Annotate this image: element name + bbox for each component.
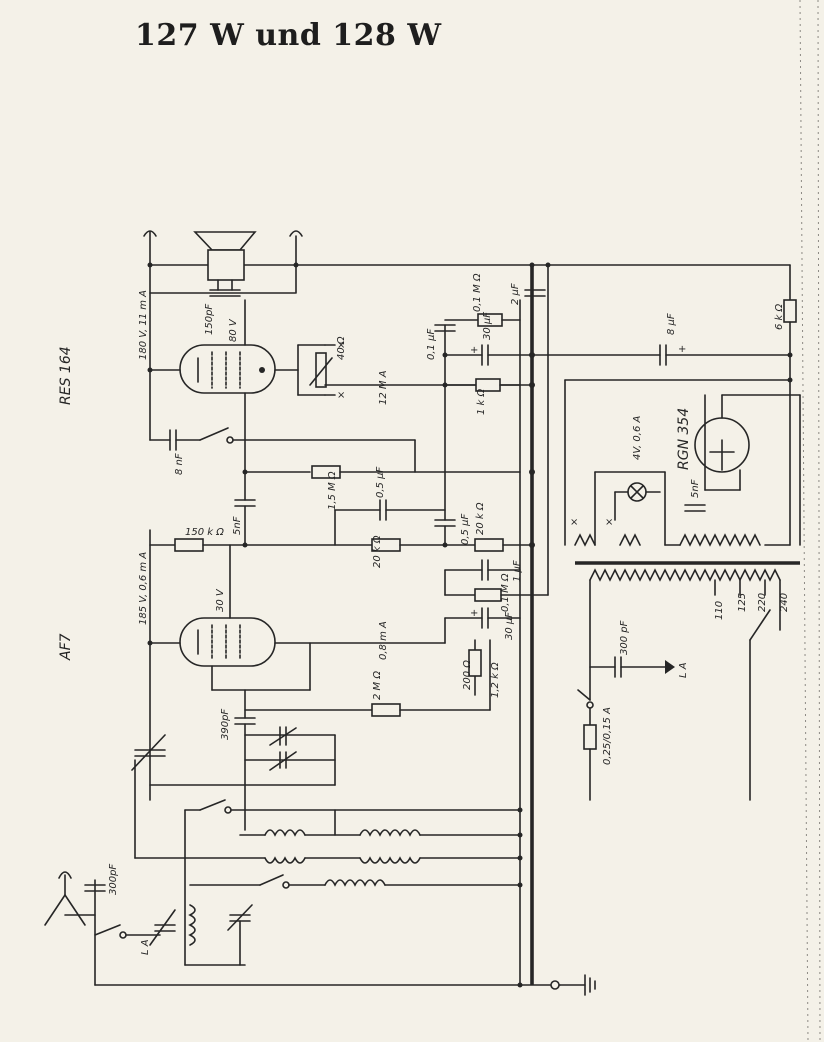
c-390-label: 390pF — [220, 709, 231, 740]
la2-label: L A — [678, 662, 689, 678]
r-20k-a-label: 20 k Ω — [372, 535, 383, 568]
c-0-5b-label: 0,5 µF — [460, 514, 471, 545]
ma12-label: 12 M A — [378, 370, 389, 405]
c-300-label: 300pF — [108, 864, 119, 895]
decoupling-cluster-top: + — [434, 289, 546, 392]
svg-text:×: × — [337, 390, 345, 401]
la-label: L A — [140, 939, 151, 955]
r-1-5m-label: 1,5 M Ω — [327, 471, 338, 510]
fuse-label: 0,25/0,15 A — [602, 707, 613, 765]
r-20k-b-label: 20 k Ω — [475, 502, 486, 535]
potentiometer: × × — [274, 340, 345, 401]
af-voltage-label: 185 V, 0,6 m A — [138, 552, 149, 625]
c-30-label: 30 µF — [482, 312, 493, 340]
c-0-1-label: 0,1 µF — [426, 329, 437, 360]
res-cap-label: 150pF — [204, 304, 215, 335]
tube-label-af7: AF7 — [58, 633, 74, 661]
resistor-2m — [371, 703, 401, 717]
cap-8nf-label: 8 nF — [174, 453, 185, 475]
r-1k-label: 1 k Ω — [476, 388, 487, 415]
c-2-label: 2 µF — [510, 283, 521, 305]
svg-text:+: + — [678, 344, 686, 355]
c-300b-label: 300 pF — [619, 620, 630, 655]
ma08-label: 0,8 m A — [378, 621, 389, 660]
tube-label-res164: RES 164 — [58, 346, 74, 405]
svg-text:+: + — [470, 608, 478, 619]
decoupling-cluster-mid: + — [444, 559, 549, 696]
junction-dots — [147, 262, 793, 988]
tuning-capacitors — [131, 689, 336, 831]
scan-edge — [817, 0, 821, 1042]
r-200-label: 200 Ω — [462, 660, 473, 690]
capacitor-8nf — [149, 427, 416, 473]
resistor-150k — [174, 538, 204, 552]
coils-and-switches — [134, 759, 521, 966]
voltage-220: 220 — [757, 593, 768, 612]
c-0-5-label: 0,5 µF — [375, 467, 386, 498]
capacitor-0-5uf-b — [434, 324, 456, 546]
c-5nf-r-label: 5nF — [690, 479, 701, 498]
output-tube-res164 — [149, 299, 276, 471]
af-grid-voltage: 30 V — [215, 588, 226, 612]
voltage-240: 240 — [779, 593, 790, 612]
r-150k-label: 150 k Ω — [185, 527, 224, 538]
pot-label: 40 Ω — [336, 336, 347, 360]
res-voltage-label: 180 V, 11 m A — [138, 290, 149, 360]
r-0-1m-label: 0,1 M Ω — [472, 273, 483, 312]
antenna-section — [44, 871, 253, 986]
scan-edge — [799, 0, 809, 1042]
capacitor-0-5uf — [334, 499, 446, 546]
svg-text:×: × — [605, 517, 613, 528]
c-8-label: 8 µF — [666, 313, 677, 335]
page-title: 127 W und 128 W — [135, 18, 442, 53]
c-30b-label: 30 µF — [504, 612, 515, 640]
r-0-1m-b-label: 0,1 M Ω — [500, 573, 511, 612]
r-2m-label: 2 M Ω — [372, 671, 383, 700]
voltage-110: 110 — [714, 601, 725, 620]
lamp-label: 4V, 0,6 A — [632, 416, 643, 460]
ground-symbol — [550, 974, 596, 996]
input-tube-af7 — [149, 544, 446, 691]
cap-5nf-label: 5nF — [232, 516, 243, 535]
svg-text:×: × — [570, 517, 578, 528]
voltage-125: 125 — [737, 593, 748, 612]
r-1-2k-label: 1,2 k Ω — [490, 662, 501, 698]
power-supply: + × × — [531, 264, 801, 801]
tube-label-rgn354: RGN 354 — [676, 408, 692, 470]
speaker-icon — [149, 231, 296, 297]
r-6k-label: 6 k Ω — [774, 303, 785, 330]
c-1-label: 1 µF — [512, 560, 523, 582]
capacitor-5nf — [234, 471, 256, 546]
res-grid-voltage: 80 V — [228, 318, 239, 342]
svg-text:×: × — [337, 340, 345, 351]
resistor-20k-b — [474, 538, 504, 552]
svg-text:+: + — [470, 345, 478, 356]
